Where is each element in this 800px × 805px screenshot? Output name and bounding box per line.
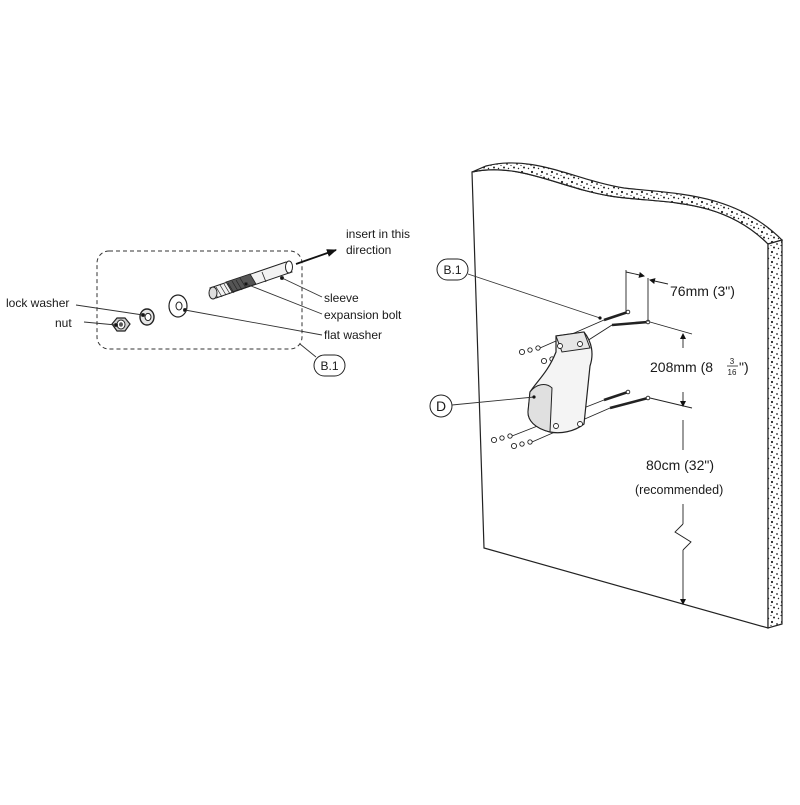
lock-washer-icon [139,308,155,326]
mounting-bolts [490,309,651,450]
vertical-spacing-denominator: 16 [728,368,737,377]
height-note: (recommended) [635,483,723,497]
kit-callout-badge: B.1 [313,354,346,377]
insert-direction-arrow [295,249,337,265]
wall-kit-callout-badge: B.1 [436,258,602,320]
insert-direction-label-1: insert in this [346,227,410,241]
wall-kit-callout-text: B.1 [443,263,461,277]
flat-washer-icon [168,294,188,318]
vertical-spacing-label: 208mm (8 3 16 ") [650,357,749,377]
insert-direction-label-2: direction [346,243,391,257]
vertical-spacing-numerator: 3 [730,357,735,366]
bracket-d-icon [527,331,593,434]
expansion-bolt-label: expansion bolt [324,308,402,322]
vertical-spacing-main: 208mm (8 [650,359,713,375]
expansion-bolt-icon [208,260,293,300]
bracket-callout-badge: D [429,394,536,418]
kit-dashed-border [96,250,303,350]
vertical-spacing-close: ") [739,359,749,375]
horizontal-dimension [625,270,669,322]
wall-side-edge [767,239,783,629]
bracket-callout-text: D [436,398,446,414]
kit-leader-lines [75,275,323,358]
wall-mount-view: B.1 D 76mm (3") 208mm (8 3 [429,162,784,629]
sleeve-label: sleeve [324,291,359,305]
vertical-spacing-dimension [649,321,693,409]
anchor-kit-detail: insert in this direction sleeve expansio… [6,227,410,377]
lock-washer-label: lock washer [6,296,69,310]
height-dimension [674,420,692,605]
flat-washer-label: flat washer [324,328,382,342]
hole-spacing-label: 76mm (3") [670,283,735,299]
kit-callout-text: B.1 [320,359,338,373]
height-label: 80cm (32") [646,457,714,473]
nut-label: nut [55,316,72,330]
